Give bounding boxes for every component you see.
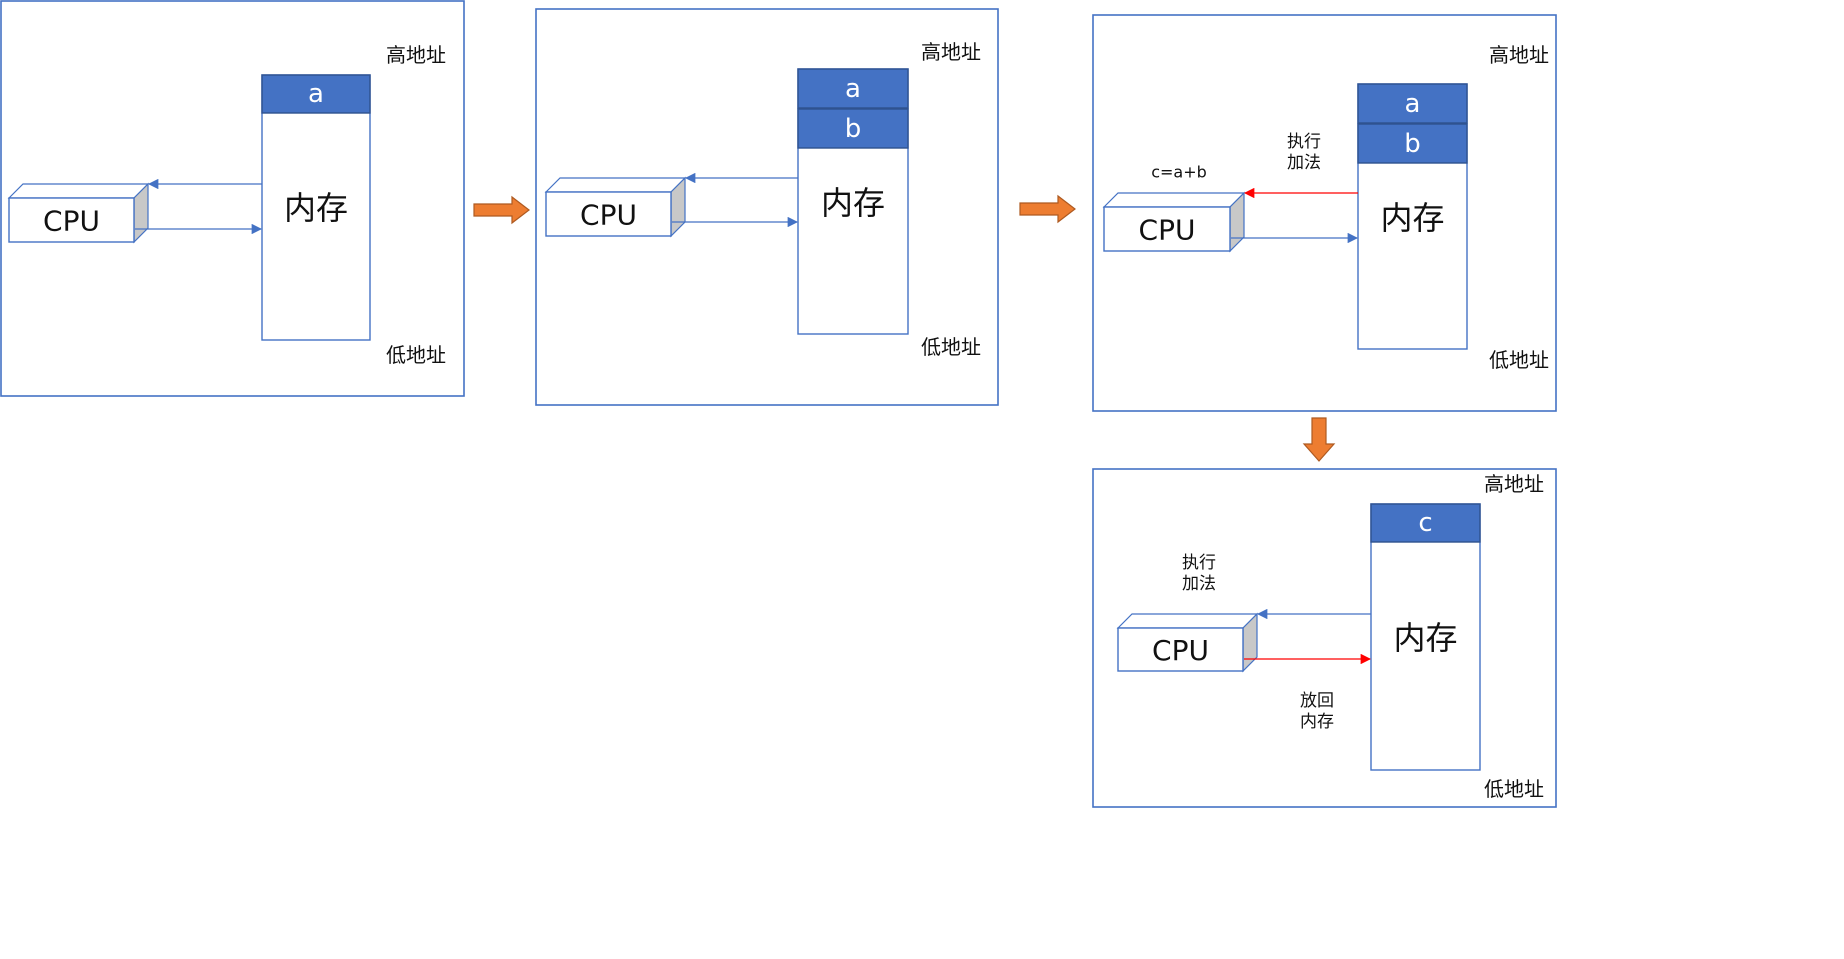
memory-label: 内存 [821,184,885,222]
cpu-top-face [7,183,150,199]
cpu-note: c=a+b [1151,163,1207,182]
memory-cell-b [1357,123,1468,164]
cpu-block: CPU [1116,612,1259,673]
cpu-top-face [1116,613,1259,629]
memory-cell-a [1357,83,1468,124]
memory-frame [1370,503,1481,771]
memory-label: 内存 [1393,619,1457,657]
memory-block: a 内存 [261,74,371,341]
write-note-line-2: 内存 [1300,712,1334,732]
cpu-front-face [1117,627,1244,672]
flow-arrow-1-to-2 [473,195,530,225]
memory-cell-value-a: a [308,79,324,109]
memory-cell-value-b: b [845,114,862,144]
cpu-block: CPU [544,176,687,238]
high-address-label: 高地址 [386,43,446,67]
memory-cell-a [261,74,371,114]
memory-cell-value-c: c [1418,508,1432,538]
cpu-label: CPU [43,205,100,238]
flow-arrow-2-to-3 [1019,194,1076,224]
read-note-line-1: 执行 [1287,132,1321,152]
cpu-block: CPU [1102,191,1246,253]
low-address-label: 低地址 [386,343,446,367]
cpu-front-face [8,197,135,243]
flow-arrow-3-to-4 [1302,417,1336,462]
memory-block: ab 内存 [797,68,909,335]
panel-frame [1092,468,1557,808]
memory-cell-c [1370,503,1481,543]
flow-arrows-layer [473,194,1336,462]
cpu-label: CPU [1139,214,1196,247]
low-address-label: 低地址 [921,335,981,359]
memory-cell-value-b: b [1404,129,1421,159]
memory-cell-b [797,108,909,149]
cpu-note-line-2: 加法 [1182,574,1216,594]
panels-layer: 高地址低地址a内存CPU高地址低地址ab内存CPU高地址低地址ab内存CPUc=… [0,0,1557,808]
memory-block: c 内存 [1370,503,1481,771]
read-note-line-2: 加法 [1287,153,1321,173]
high-address-label: 高地址 [1484,472,1544,496]
cpu-label: CPU [1152,634,1209,667]
memory-label: 内存 [1380,199,1444,237]
low-address-label: 低地址 [1484,777,1544,801]
cpu-note-line-1: 执行 [1182,553,1216,573]
panel-frame [535,8,999,406]
cpu-front-face [545,191,672,237]
memory-label: 内存 [284,189,348,227]
cpu-block: CPU [7,182,150,244]
cpu-top-face [1102,192,1246,208]
memory-cell-a [797,68,909,109]
memory-cell-value-a: a [1405,89,1421,119]
high-address-label: 高地址 [1489,43,1549,67]
cpu-label: CPU [580,199,637,232]
write-note-line-1: 放回 [1300,691,1334,711]
panel-frame [0,0,465,397]
cpu-top-face [544,177,687,193]
panel-frame [1092,14,1557,412]
memory-block: ab 内存 [1357,83,1468,350]
low-address-label: 低地址 [1489,348,1549,372]
memory-cell-value-a: a [845,74,861,104]
high-address-label: 高地址 [921,40,981,64]
cpu-front-face [1103,206,1231,252]
